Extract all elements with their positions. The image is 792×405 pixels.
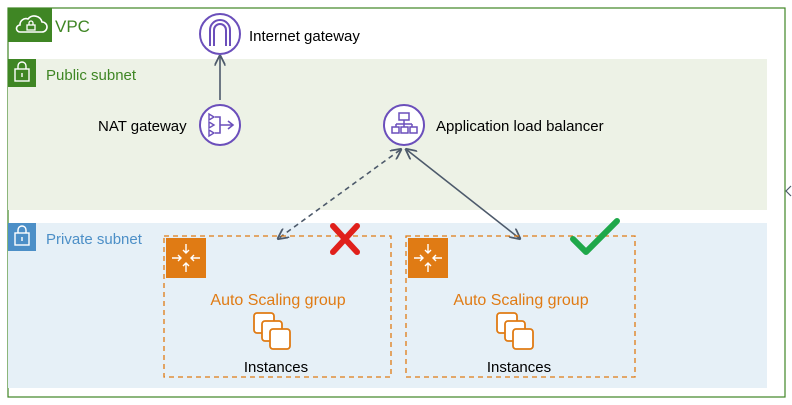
- instances-icon: [496, 312, 534, 350]
- cross-icon: [330, 223, 360, 255]
- vpc-label: VPC: [55, 17, 90, 36]
- public-subnet-lock-icon: [8, 59, 36, 87]
- asg-left: Auto Scaling group Instances: [163, 223, 392, 378]
- internet-gateway-icon: [199, 13, 241, 55]
- load-balancer-label: Application load balancer: [436, 118, 604, 135]
- private-subnet-lock-icon: [8, 223, 36, 251]
- asg-left-label: Auto Scaling group: [210, 292, 345, 309]
- internet-gateway-label: Internet gateway: [249, 28, 360, 45]
- vpc-cloud-icon: [8, 8, 52, 42]
- asg-right-label: Auto Scaling group: [453, 292, 588, 309]
- load-balancer-icon: [383, 104, 425, 146]
- asg-left-instances-label: Instances: [244, 359, 308, 376]
- public-subnet-label: Public subnet: [46, 67, 137, 84]
- auto-scaling-icon: [408, 238, 448, 278]
- private-subnet: Private subnet: [8, 223, 767, 388]
- right-edge-arrow-icon: [785, 185, 792, 197]
- asg-right-instances-label: Instances: [487, 359, 551, 376]
- nat-gateway-label: NAT gateway: [98, 118, 187, 135]
- asg-right: Auto Scaling group Instances: [405, 218, 636, 378]
- alb-to-left-asg-arrow: [279, 150, 400, 238]
- alb-to-right-asg-arrow: [407, 150, 519, 238]
- private-subnet-label: Private subnet: [46, 231, 143, 248]
- instances-icon: [253, 312, 291, 350]
- check-icon: [570, 218, 620, 255]
- auto-scaling-icon: [166, 238, 206, 278]
- nat-gateway-icon: [199, 104, 241, 146]
